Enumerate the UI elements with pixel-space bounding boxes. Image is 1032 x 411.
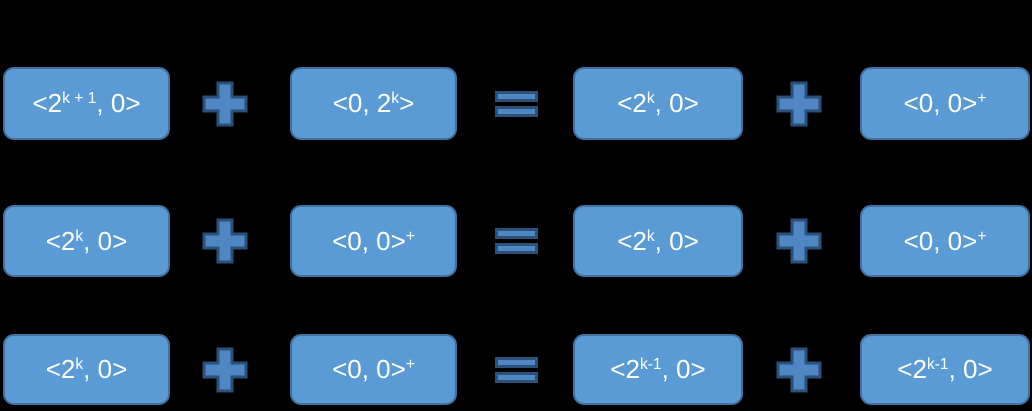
pair-label: <0, 0>+ xyxy=(903,88,987,118)
pair-box: <0, 0>+ xyxy=(290,334,457,405)
pair-box: <0, 0>+ xyxy=(860,67,1030,140)
plus-icon xyxy=(202,218,248,264)
pair-box: <2k, 0> xyxy=(573,67,743,140)
pair-box: <0, 0>+ xyxy=(860,205,1030,277)
pair-label: <0, 0>+ xyxy=(332,225,415,256)
pair-label: <0, 2k> xyxy=(332,88,415,118)
pair-label: <2k, 0> xyxy=(45,354,128,384)
pair-label: <2k, 0> xyxy=(617,225,699,256)
equation-row-2: <2k, 0> <0, 0>+ <2k, 0> <0, 0>+ xyxy=(0,205,1032,277)
plus-icon xyxy=(202,347,248,392)
equals-icon xyxy=(495,228,538,254)
equation-row-3: <2k, 0> <0, 0>+ <2k-1, 0> <2k-1, 0> xyxy=(0,334,1032,405)
plus-icon xyxy=(776,81,822,126)
pair-box: <2k, 0> xyxy=(3,205,170,277)
plus-icon xyxy=(202,81,248,126)
equals-icon xyxy=(495,356,538,383)
pair-box: <2k, 0> xyxy=(3,334,170,405)
pair-box: <2k-1, 0> xyxy=(573,334,743,405)
pair-label: <2k + 1, 0> xyxy=(32,88,141,118)
pair-label: <0, 0>+ xyxy=(332,354,415,384)
pair-box: <2k + 1, 0> xyxy=(3,67,170,140)
pair-label: <0, 0>+ xyxy=(903,225,987,256)
pair-label: <2k, 0> xyxy=(45,225,128,256)
equals-icon xyxy=(495,90,538,117)
plus-icon xyxy=(776,347,822,392)
pair-label: <2k, 0> xyxy=(617,88,699,118)
pair-box: <0, 2k> xyxy=(290,67,457,140)
pair-box: <0, 0>+ xyxy=(290,205,457,277)
pair-label: <2k-1, 0> xyxy=(610,354,706,384)
pair-label: <2k-1, 0> xyxy=(897,354,993,384)
equation-row-1: <2k + 1, 0> <0, 2k> <2k, 0> <0, 0>+ xyxy=(0,67,1032,140)
pair-box: <2k-1, 0> xyxy=(860,334,1030,405)
plus-icon xyxy=(776,218,822,264)
pair-box: <2k, 0> xyxy=(573,205,743,277)
